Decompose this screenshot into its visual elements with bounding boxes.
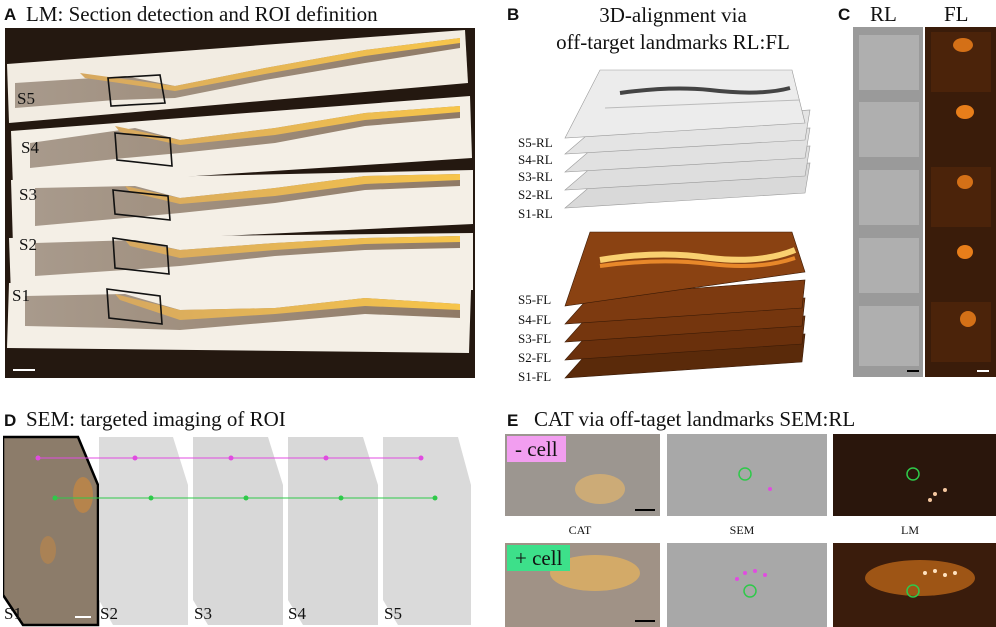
rl-label-s1: S1-RL xyxy=(518,206,553,221)
panel-c-letter: C xyxy=(838,5,851,24)
caption-lm: LM xyxy=(901,523,919,537)
fl-stack xyxy=(564,231,806,379)
roi-boxes xyxy=(106,74,173,325)
panel-b-letter: B xyxy=(507,5,520,24)
panel-e-title: CAT via off-taget landmarks SEM:RL xyxy=(534,407,856,431)
sem-label-s1: S1 xyxy=(4,604,22,623)
slice-s1 xyxy=(7,283,471,353)
sem-label-s4: S4 xyxy=(288,604,306,623)
panel-a-title: LM: Section detection and ROI definition xyxy=(26,2,378,26)
slice-s5 xyxy=(7,30,468,123)
slice-s3 xyxy=(11,170,473,246)
panel-c-col-rl: RL xyxy=(870,2,897,26)
slice-s2 xyxy=(9,233,473,296)
rl-label-s5: S5-RL xyxy=(518,135,553,150)
rl-stack xyxy=(564,69,811,209)
panel-a-letter: A xyxy=(4,5,17,24)
section-label-s3: S3 xyxy=(19,185,37,204)
caption-cat: CAT xyxy=(568,523,592,537)
panel-e-neg-row xyxy=(505,434,996,516)
fl-label-s4: S4-FL xyxy=(518,312,552,327)
fl-label-s1: S1-FL xyxy=(518,369,552,384)
sem-label-s3: S3 xyxy=(194,604,212,623)
panel-e-pos-row xyxy=(505,543,996,627)
section-label-s1: S1 xyxy=(12,286,30,305)
sem-label-s2: S2 xyxy=(100,604,118,623)
section-label-s2: S2 xyxy=(19,235,37,254)
fl-label-s5: S5-FL xyxy=(518,292,552,307)
panel-d-title: SEM: targeted imaging of ROI xyxy=(26,407,286,431)
panel-d-images xyxy=(3,435,471,627)
panel-b-title-line1: 3D-alignment via xyxy=(599,3,747,27)
rl-label-s2: S2-RL xyxy=(518,187,553,202)
panel-a-image xyxy=(5,28,475,378)
panel-b-title-line2: off-target landmarks RL:FL xyxy=(556,30,790,54)
fl-label-s2: S2-FL xyxy=(518,350,552,365)
pos-cell-tag: + cell xyxy=(507,545,571,571)
section-label-s4: S4 xyxy=(21,138,39,157)
panel-c-col-fl: FL xyxy=(944,2,969,26)
caption-sem: SEM xyxy=(729,523,755,537)
neg-cell-tag: - cell xyxy=(507,436,566,462)
panel-e-letter: E xyxy=(507,411,519,430)
panel-c-images xyxy=(853,27,996,377)
slice-s4 xyxy=(11,96,472,188)
sem-label-s5: S5 xyxy=(384,604,402,623)
rl-label-s4: S4-RL xyxy=(518,152,553,167)
section-label-s5: S5 xyxy=(17,89,35,108)
fl-label-s3: S3-FL xyxy=(518,331,552,346)
panel-d-letter: D xyxy=(4,411,17,430)
rl-label-s3: S3-RL xyxy=(518,169,553,184)
